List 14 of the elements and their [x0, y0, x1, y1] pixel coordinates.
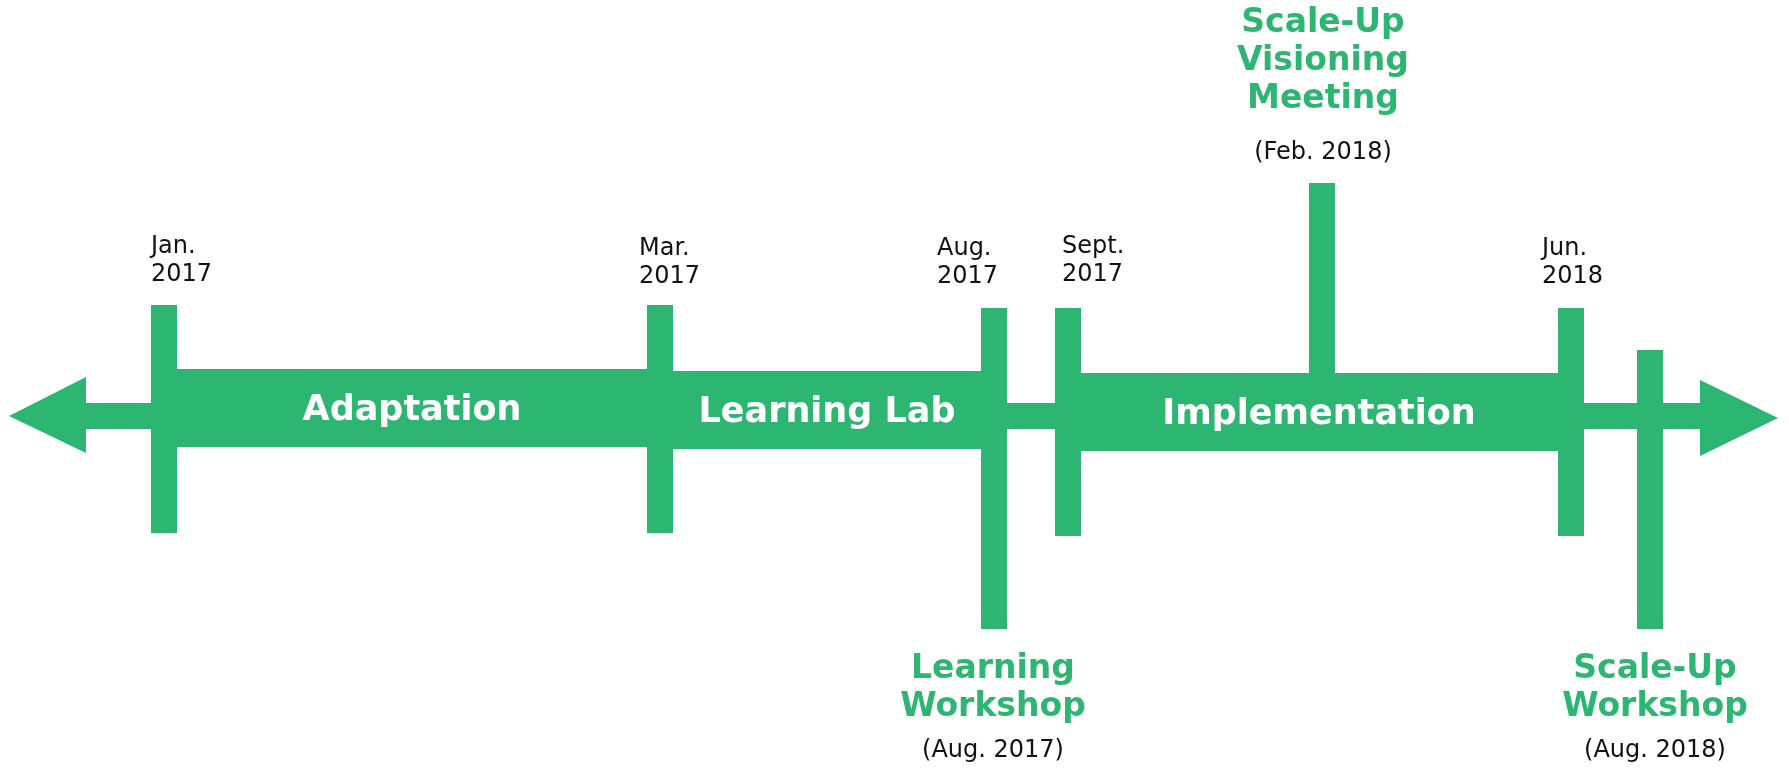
date-label: Mar. 2017 [639, 234, 702, 290]
phase-label: Implementation [1162, 392, 1476, 432]
milestone-date: (Aug. 2018) [1583, 736, 1727, 764]
milestone-title: Scale-Up Visioning Meeting [1236, 2, 1410, 116]
phase-label: Adaptation [302, 388, 522, 428]
date-label: Jan. 2017 [151, 232, 214, 288]
date-label: Jun. 2018 [1542, 234, 1605, 290]
date-label: Sept. 2017 [1062, 232, 1126, 288]
phase-label: Learning Lab [698, 390, 956, 430]
milestone-title: Scale-Up Workshop [1561, 648, 1749, 724]
milestone-title: Learning Workshop [899, 648, 1087, 724]
date-label: Aug. 2017 [937, 234, 1000, 290]
milestone-date: (Feb. 2018) [1253, 138, 1393, 166]
milestone-date: (Aug. 2017) [921, 736, 1065, 764]
